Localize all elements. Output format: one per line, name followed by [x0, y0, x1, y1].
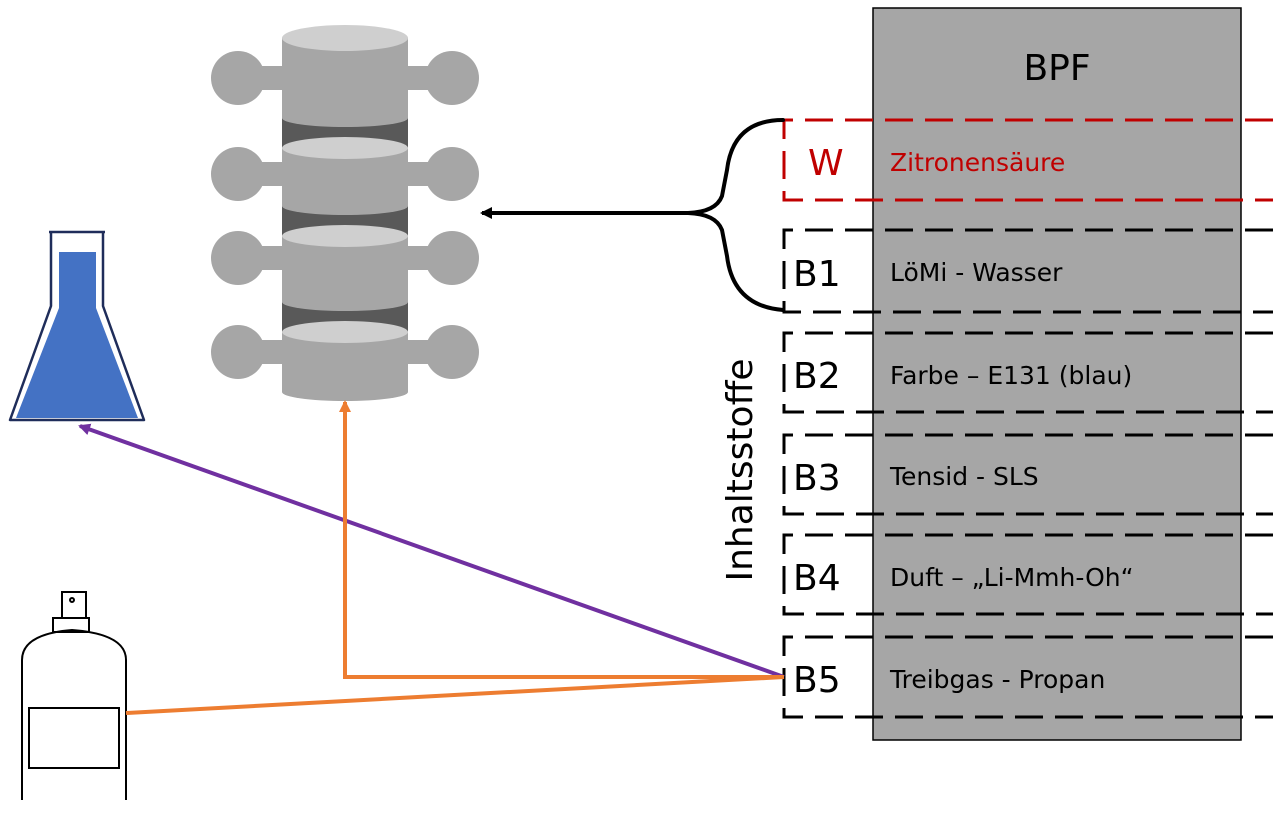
row-label-b3: Tensid - SLS: [889, 462, 1039, 491]
row-label-w: Zitronensäure: [890, 148, 1065, 177]
row-code-b1: B1: [793, 254, 841, 295]
b5-to-flask-arrow: [78, 423, 785, 679]
bpf-panel-title: BPF: [1023, 48, 1090, 89]
bpf-panel: [872, 7, 1242, 741]
spine-icon: [211, 25, 479, 401]
row-label-b1: LöMi - Wasser: [890, 258, 1063, 287]
row-code-b5: B5: [793, 660, 841, 701]
spray-to-b5-line: [125, 675, 785, 715]
row-box-w: [782, 118, 1273, 202]
row-box-b4: [782, 533, 1273, 616]
row-box-b1: [782, 228, 1273, 314]
row-box-b3: [782, 433, 1273, 516]
row-code-b3: B3: [793, 458, 841, 499]
b5-to-spine-arrow: [339, 400, 784, 679]
row-box-b2: [782, 331, 1273, 414]
row-code-w: W: [808, 143, 844, 184]
flask-icon: [8, 230, 146, 422]
spray-can-icon: [21, 591, 127, 800]
ingredients-side-label: Inhaltsstoffe: [720, 358, 761, 581]
row-label-b4: Duft – „Li-Mmh-Oh“: [890, 563, 1134, 592]
curly-brace: [687, 118, 785, 312]
row-code-b4: B4: [793, 558, 841, 599]
row-label-b2: Farbe – E131 (blau): [890, 361, 1132, 390]
row-label-b5: Treibgas - Propan: [889, 665, 1105, 694]
row-code-b2: B2: [793, 356, 841, 397]
